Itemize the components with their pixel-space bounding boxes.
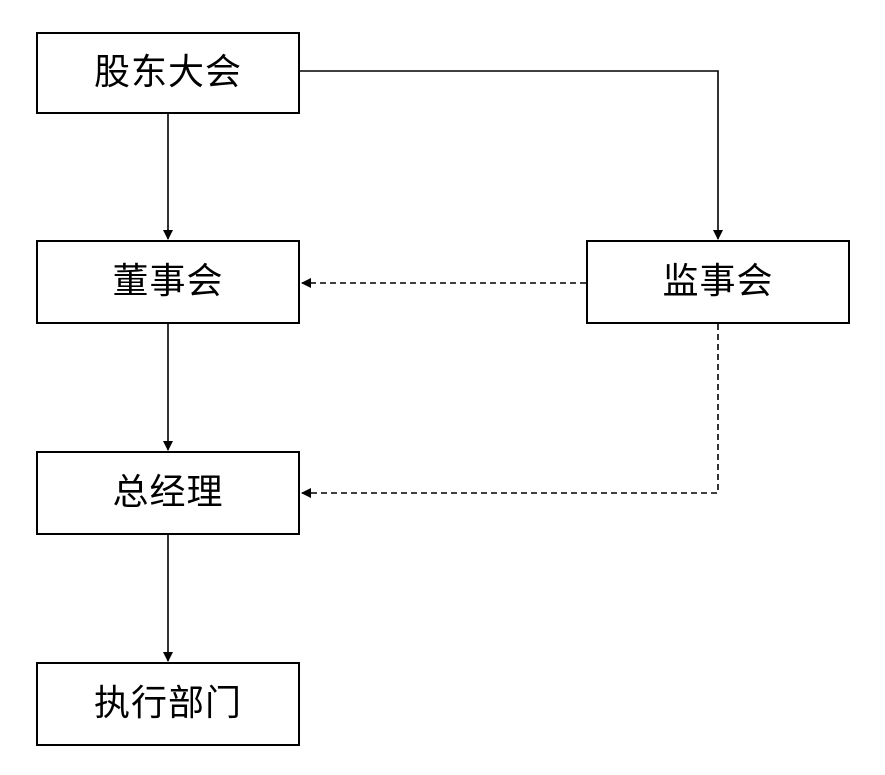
node-board-of-directors: 董事会 — [36, 240, 300, 324]
node-executive-departments: 执行部门 — [36, 662, 300, 746]
edge-shareholders-to-supervisors — [300, 70, 723, 240]
edge-supervisors-to-gm — [301, 324, 719, 498]
node-label: 股东大会 — [93, 52, 242, 93]
node-board-of-supervisors: 监事会 — [586, 240, 850, 324]
node-label: 总经理 — [112, 472, 224, 513]
node-label: 监事会 — [662, 261, 774, 302]
node-shareholders-meeting: 股东大会 — [36, 32, 300, 114]
node-label: 董事会 — [112, 261, 224, 302]
node-label: 执行部门 — [93, 683, 242, 724]
node-general-manager: 总经理 — [36, 451, 300, 535]
